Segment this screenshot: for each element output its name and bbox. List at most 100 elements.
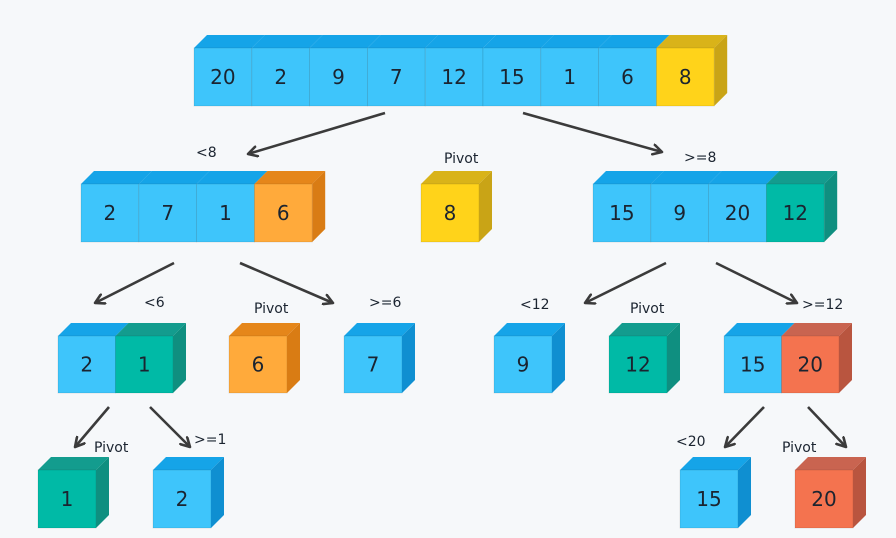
cell-value: 2 [104, 201, 117, 225]
cell-top-face [194, 35, 265, 48]
cell-top-face [650, 171, 722, 184]
cell-value: 20 [798, 353, 823, 377]
label-pivot-level3-right: Pivot [782, 440, 817, 456]
cell-front-face [309, 47, 368, 107]
cell-front-face [493, 335, 553, 394]
cell-front-face [366, 47, 426, 107]
array-cell: 6 [253, 171, 326, 243]
cell-front-face [723, 335, 782, 394]
cell-side-face [824, 171, 838, 242]
cell-value: 1 [563, 65, 576, 89]
array-cell: 2 [57, 323, 129, 394]
arrow-21-to-pivot [75, 406, 110, 447]
cell-front-face [540, 47, 599, 107]
cell-front-face [193, 47, 253, 107]
cell-value: 6 [621, 65, 634, 89]
arrow-left-to-ge6 [239, 261, 333, 303]
cell-value: 20 [725, 201, 750, 225]
label-lt8: <8 [196, 145, 217, 161]
cell-front-face [115, 335, 174, 394]
cell-value: 2 [176, 487, 189, 511]
array-cell: 7 [343, 323, 415, 394]
array-cell: 6 [598, 35, 670, 107]
cell-top-face [309, 35, 381, 48]
cell-value: 8 [444, 201, 457, 225]
label-pivot-level2-right: Pivot [630, 301, 665, 317]
partition-labels: <8 Pivot >=8 <6 Pivot >=6 <12 Pivot >=12… [94, 145, 843, 456]
array-cell: 8 [656, 35, 728, 107]
array-row-lvl3-d: 20 [794, 457, 866, 529]
array-row-lvl2-c: 7 [343, 323, 415, 394]
cell-top-face [795, 457, 866, 470]
cell-value: 15 [696, 487, 721, 511]
cell-front-face [708, 183, 767, 243]
cell-top-face [708, 171, 780, 184]
cell-value: 7 [161, 201, 174, 225]
label-lt12: <12 [520, 297, 550, 313]
array-cell: 20 [193, 35, 265, 107]
cell-top-face [251, 35, 323, 48]
array-row-lvl3-b: 2 [152, 457, 224, 529]
array-row-lvl2-b: 6 [228, 323, 300, 394]
cell-value: 1 [138, 353, 151, 377]
array-cell: 9 [650, 171, 722, 243]
cell-front-face [196, 183, 255, 243]
cell-top-face [115, 323, 186, 336]
cell-top-face [483, 35, 554, 48]
cell-top-face [38, 457, 109, 470]
cell-front-face [420, 183, 480, 243]
cell-side-face [738, 457, 751, 528]
array-cell: 1 [115, 323, 186, 394]
array-cell: 15 [723, 323, 795, 394]
cell-value: 6 [277, 201, 290, 225]
cell-top-face [254, 171, 326, 184]
cell-side-face [312, 171, 326, 242]
array-cell: 20 [708, 171, 780, 243]
cell-top-face [421, 171, 492, 184]
cell-value: 6 [252, 353, 265, 377]
arrow-1520-to-lt20 [725, 406, 765, 447]
cell-top-face [656, 35, 728, 48]
arrows [75, 111, 846, 447]
cell-front-face [251, 47, 311, 107]
cell-top-face [781, 323, 852, 336]
cell-front-face [37, 469, 97, 529]
cell-front-face [608, 335, 668, 394]
cell-front-face [138, 183, 198, 243]
cell-value: 1 [61, 487, 74, 511]
array-row-lvl3-c: 15 [679, 457, 751, 529]
label-pivot-level3-left: Pivot [94, 440, 129, 456]
cell-front-face [424, 47, 484, 107]
label-pivot-level2-left: Pivot [254, 301, 289, 317]
array-cell: 7 [138, 171, 210, 243]
cell-side-face [479, 171, 492, 242]
cell-value: 12 [625, 353, 650, 377]
cell-value: 15 [740, 353, 765, 377]
cell-side-face [96, 457, 109, 528]
cell-top-face [229, 323, 300, 336]
label-ge6: >=6 [369, 295, 401, 311]
array-cell: 1 [540, 35, 612, 107]
arrow-right-to-lt12 [585, 261, 667, 303]
cell-front-face [253, 183, 313, 243]
cell-value: 12 [783, 201, 808, 225]
cell-top-face [81, 171, 152, 184]
cell-side-face [211, 457, 224, 528]
array-cell: 6 [228, 323, 300, 394]
cell-front-face [679, 469, 739, 529]
cell-value: 12 [441, 65, 466, 89]
array-row-lvl2-e: 12 [608, 323, 680, 394]
cell-top-face [196, 171, 268, 184]
cell-side-face [402, 323, 415, 393]
cell-top-face [609, 323, 680, 336]
cell-side-face [839, 323, 852, 393]
cell-top-face [680, 457, 751, 470]
array-cell: 9 [309, 35, 381, 107]
cell-top-face [598, 35, 670, 48]
arrow-21-to-ge1 [149, 406, 190, 447]
label-lt6: <6 [144, 295, 165, 311]
